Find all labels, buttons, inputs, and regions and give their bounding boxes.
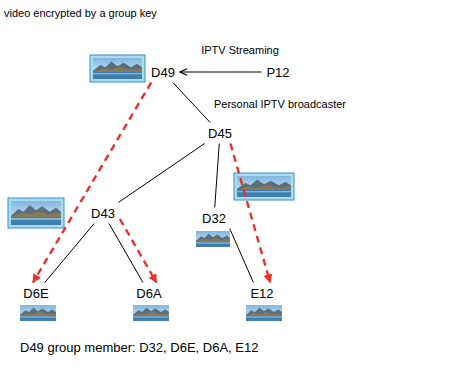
- node-label: D43: [88, 205, 118, 222]
- node-label: E12: [247, 285, 276, 302]
- node-id: P12: [266, 65, 289, 80]
- video-thumbnail: [196, 231, 230, 247]
- tree-link: [118, 144, 204, 203]
- delivery-arrow: [120, 219, 156, 282]
- illustration-part: [93, 58, 142, 79]
- framed-video: [234, 173, 294, 200]
- tree-link: [230, 229, 254, 283]
- node-label: P12: [263, 64, 292, 81]
- node-label: D6A: [133, 285, 164, 302]
- node-label: D45: [205, 125, 235, 142]
- node-label: D32: [199, 210, 229, 227]
- video-thumbnail: [246, 305, 282, 321]
- tree-link: [173, 83, 210, 123]
- node-label: D49: [148, 64, 178, 81]
- illustration-part: [8, 198, 64, 228]
- node-id: D6A: [136, 286, 161, 301]
- annotation: Personal IPTV broadcaster: [214, 97, 346, 111]
- framed-video: [90, 55, 145, 82]
- member-note: D49 group member: D32, D6E, D6A, E12: [20, 340, 258, 356]
- edge-label: IPTV Streaming: [199, 44, 281, 57]
- node-id: E12: [250, 286, 273, 301]
- illustration-part: [90, 55, 145, 82]
- node-id: D45: [208, 126, 232, 141]
- tree-link: [109, 224, 143, 283]
- delivery-arrow: [33, 83, 151, 283]
- video-thumbnail: [133, 305, 169, 321]
- node-id: D49: [151, 65, 175, 80]
- delivery-arrow: [230, 144, 270, 283]
- tree-link: [215, 144, 220, 208]
- node-id: D43: [91, 206, 115, 221]
- node-id: D6E: [23, 286, 48, 301]
- framed-video: [8, 198, 64, 228]
- video-thumbnail: [20, 305, 56, 321]
- illustration-part: [11, 201, 61, 225]
- annotation: video encrypted by a group key: [4, 6, 157, 20]
- illustration-part: [234, 173, 294, 200]
- node-label: D6E: [20, 285, 51, 302]
- tree-link: [45, 224, 94, 283]
- tree-link: [180, 72, 262, 73]
- node-id: D32: [202, 211, 226, 226]
